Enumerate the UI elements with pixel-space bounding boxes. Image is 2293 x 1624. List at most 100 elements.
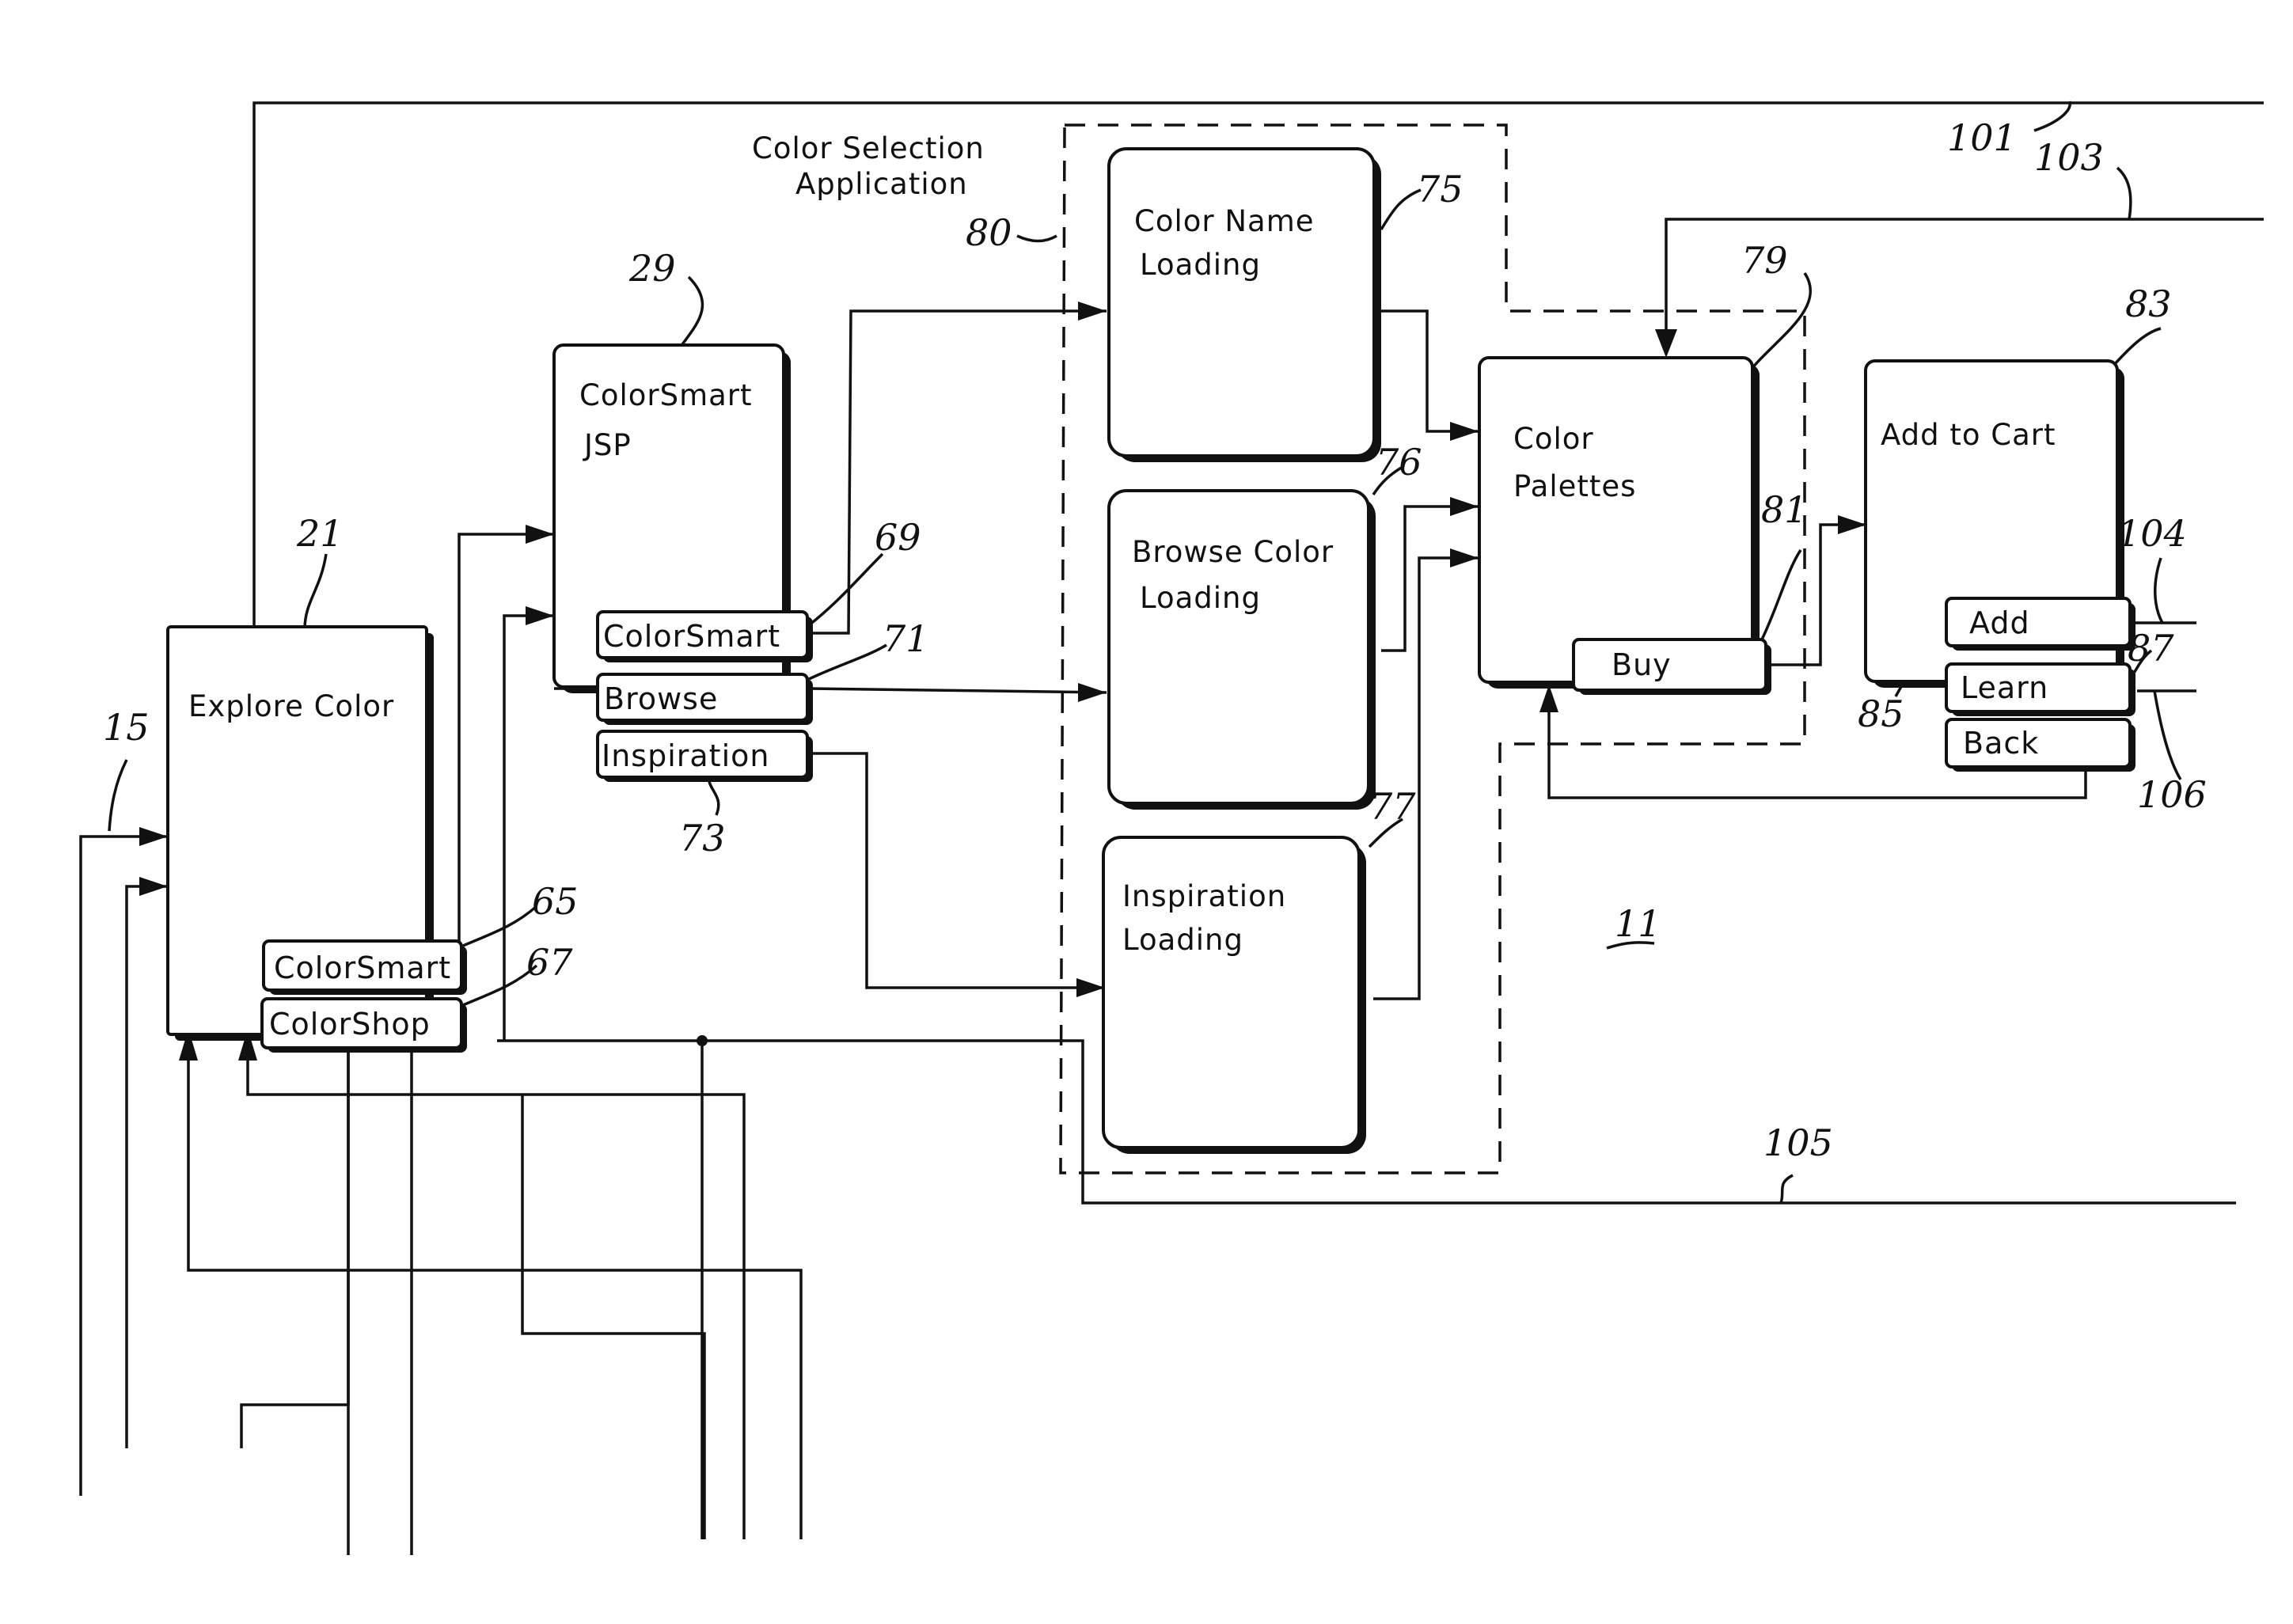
leader-106 xyxy=(2154,691,2181,780)
leader-104 xyxy=(2155,558,2162,623)
leader-105 xyxy=(1781,1175,1793,1203)
learn-87-label: Learn xyxy=(1961,670,2048,705)
ref-80: 80 xyxy=(966,211,1012,254)
learn-87-button[interactable]: Learn xyxy=(1946,664,2135,716)
colorsmart-jsp-title-1: ColorSmart xyxy=(579,378,753,412)
leader-103 xyxy=(2117,168,2131,219)
colorshop-67-button[interactable]: ColorShop xyxy=(262,999,467,1053)
color-name-loading-title-1: Color Name xyxy=(1134,204,1315,238)
ref-81: 81 xyxy=(1761,488,1808,531)
leader-65 xyxy=(463,906,537,946)
colorsmart-jsp-title-2: JSP xyxy=(583,428,632,462)
box-body xyxy=(1109,149,1374,456)
leader-69 xyxy=(809,554,883,625)
arrowhead xyxy=(139,877,168,896)
ref-15: 15 xyxy=(103,706,150,749)
leader-71 xyxy=(809,645,886,679)
leader-101 xyxy=(2034,101,2070,131)
bus-line-6 xyxy=(522,1095,704,1539)
ref-105: 105 xyxy=(1763,1121,1833,1164)
arrowhead xyxy=(1078,683,1107,702)
line-75-to-palettes xyxy=(1381,311,1479,431)
browse-color-loading-title-2: Loading xyxy=(1140,581,1261,615)
ref-69: 69 xyxy=(875,516,921,559)
leader-75 xyxy=(1381,190,1421,230)
buy-81-label: Buy xyxy=(1612,647,1672,682)
browse-71-label: Browse xyxy=(604,681,718,716)
leader-81 xyxy=(1761,550,1801,641)
leader-15 xyxy=(109,760,127,831)
application-title-line1: Color Selection xyxy=(752,131,985,165)
ref-75: 75 xyxy=(1417,168,1463,211)
ref-71: 71 xyxy=(883,617,929,660)
colorsmart-69-button[interactable]: ColorSmart xyxy=(598,612,813,662)
application-title-line2: Application xyxy=(795,167,968,201)
arrowhead xyxy=(1076,978,1105,997)
bus-line-1 xyxy=(188,1037,801,1539)
ref-11: 11 xyxy=(1615,902,1661,945)
leader-80 xyxy=(1017,236,1057,241)
inspiration-loading-title-1: Inspiration xyxy=(1122,879,1286,913)
line-15-b xyxy=(127,886,168,1448)
arrowhead xyxy=(1450,422,1479,441)
back-button[interactable]: Back xyxy=(1946,719,2135,772)
buy-81-button[interactable]: Buy xyxy=(1574,639,1771,695)
arrowhead xyxy=(1838,515,1866,534)
ref-104: 104 xyxy=(2117,512,2187,555)
ref-79: 79 xyxy=(1741,239,1788,282)
colorsmart-65-label: ColorSmart xyxy=(274,950,451,985)
browse-color-loading-box[interactable]: Browse Color Loading xyxy=(1109,491,1376,810)
browse-color-loading-title-1: Browse Color xyxy=(1132,535,1334,569)
browse-71-button[interactable]: Browse xyxy=(598,674,813,725)
ref-76: 76 xyxy=(1376,441,1422,484)
color-palettes-title-2: Palettes xyxy=(1513,469,1636,503)
ref-106: 106 xyxy=(2137,773,2207,816)
leader-21 xyxy=(305,554,326,629)
add-85-button[interactable]: Add xyxy=(1946,598,2135,651)
line-76-to-palettes xyxy=(1381,507,1479,651)
ref-67: 67 xyxy=(526,941,573,984)
bus-line-3 xyxy=(241,1053,348,1448)
colorsmart-69-label: ColorSmart xyxy=(603,619,780,654)
ref-101: 101 xyxy=(1947,116,2017,159)
arrowhead xyxy=(1655,329,1677,358)
inspiration-73-button[interactable]: Inspiration xyxy=(598,731,813,782)
inspiration-loading-box[interactable]: Inspiration Loading xyxy=(1103,837,1366,1154)
inspiration-loading-title-2: Loading xyxy=(1122,923,1243,957)
arrowhead xyxy=(1450,548,1479,567)
color-name-loading-title-2: Loading xyxy=(1140,248,1261,282)
arrowhead xyxy=(1078,302,1107,321)
arrowhead xyxy=(526,525,554,544)
arrowhead xyxy=(139,827,168,846)
ref-87: 87 xyxy=(2128,627,2174,670)
color-palettes-title-1: Color xyxy=(1513,422,1594,456)
ref-85: 85 xyxy=(1858,692,1904,735)
ref-103: 103 xyxy=(2034,136,2104,179)
color-name-loading-box[interactable]: Color Name Loading xyxy=(1109,149,1381,462)
explore-color-title: Explore Color xyxy=(188,689,394,723)
colorsmart-65-button[interactable]: ColorSmart xyxy=(264,941,467,995)
ref-77: 77 xyxy=(1369,785,1416,828)
leader-79 xyxy=(1749,273,1810,372)
colorshop-67-label: ColorShop xyxy=(269,1007,431,1042)
line-105 xyxy=(497,1041,2236,1203)
add-85-label: Add xyxy=(1969,605,2030,640)
ref-21: 21 xyxy=(296,512,344,555)
ref-83: 83 xyxy=(2125,283,2172,325)
arrowhead xyxy=(526,606,554,625)
inspiration-73-label: Inspiration xyxy=(602,738,769,773)
box-body xyxy=(1479,358,1752,682)
arrowhead xyxy=(1450,497,1479,516)
line-15-a xyxy=(81,837,168,1496)
arrowhead xyxy=(1539,685,1558,712)
junction-dot xyxy=(697,1035,708,1046)
ref-29: 29 xyxy=(628,247,676,290)
ref-73: 73 xyxy=(679,817,726,859)
bus-line-2 xyxy=(248,1037,744,1539)
leader-29 xyxy=(681,277,703,347)
ref-65: 65 xyxy=(532,880,579,923)
leader-83 xyxy=(2113,328,2161,366)
line-77-to-palettes xyxy=(1373,558,1479,999)
add-to-cart-title: Add to Cart xyxy=(1881,418,2056,452)
